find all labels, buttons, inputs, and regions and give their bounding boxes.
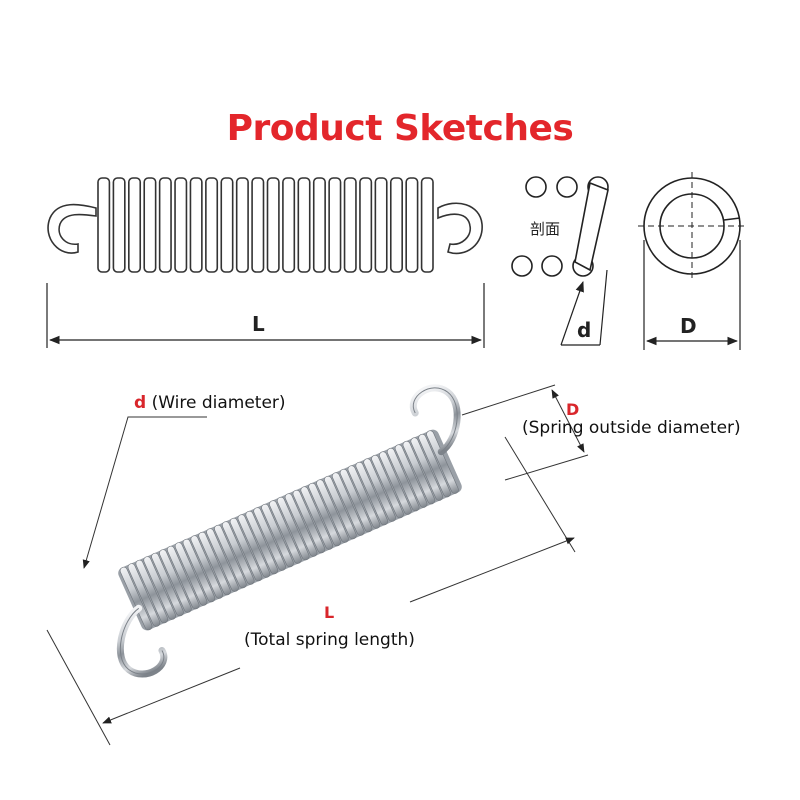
photo-coil <box>119 566 153 631</box>
section-view <box>511 176 609 277</box>
sketch-coil <box>266 177 280 273</box>
length-label: L <box>252 312 265 336</box>
sketch-coil <box>189 177 203 273</box>
photo-coil <box>245 510 279 575</box>
outside-diameter-dimension <box>643 240 741 350</box>
photo-coil <box>300 486 334 550</box>
sketch-coil <box>235 177 249 273</box>
photo-coil <box>143 556 176 620</box>
sketch-coil <box>420 177 434 273</box>
photo-coil <box>402 440 436 505</box>
sketch-coil <box>205 177 219 273</box>
sketch-coil <box>112 177 126 273</box>
total-length-symbol: L <box>324 603 335 622</box>
photo-coil <box>355 461 389 526</box>
sketch-coil <box>158 177 172 273</box>
photo-coil <box>221 521 255 585</box>
photo-coil <box>167 545 200 610</box>
sketch-spring <box>47 177 483 273</box>
photo-coil <box>316 479 349 543</box>
photo-coil <box>151 552 184 617</box>
sketch-coil <box>128 177 142 273</box>
section-label: 剖面 <box>530 220 561 238</box>
sketch-coil <box>359 177 373 273</box>
wire-diameter-caption: d (Wire diameter) <box>134 393 286 413</box>
total-length-caption: (Total spring length) <box>244 630 415 650</box>
outside-diameter-label: D <box>680 314 697 338</box>
outside-diameter-symbol: D <box>566 400 580 419</box>
photo-coil <box>308 482 341 547</box>
photo-coil <box>347 465 381 529</box>
photo-coil <box>190 535 224 599</box>
photo-coil <box>339 468 373 533</box>
photo-coil <box>363 458 396 522</box>
sketch-coil <box>97 177 111 273</box>
sketch-coil <box>143 177 157 273</box>
sketch-coil <box>374 177 388 273</box>
photo-coil <box>214 524 247 589</box>
photo-coil <box>229 517 263 582</box>
sketch-coil <box>389 177 403 273</box>
photo-coil <box>127 563 161 627</box>
sketch-coil <box>282 177 296 273</box>
photo-coil <box>292 489 326 554</box>
photo-coil <box>371 454 404 519</box>
photo-coil <box>426 430 459 494</box>
sketch-coil <box>312 177 326 273</box>
photo-coil <box>135 559 169 624</box>
sketch-coil <box>220 177 234 273</box>
wire-dimension-lines <box>560 269 608 346</box>
sketch-right-hook <box>437 202 483 255</box>
photo-coil <box>269 500 302 564</box>
sketch-coil <box>297 177 311 273</box>
sketch-coil <box>174 177 188 273</box>
photo-coil <box>284 493 318 557</box>
sketch-coil <box>328 177 342 273</box>
figure-title: Product Sketches <box>226 108 574 149</box>
photo-coil <box>410 437 444 501</box>
wire-diameter-symbol: d <box>134 393 147 413</box>
photo-coil <box>261 503 294 568</box>
photo-coil <box>253 507 286 571</box>
wire-diameter-label: d <box>577 318 592 342</box>
spring-photo <box>116 384 462 678</box>
photo-coil <box>159 549 192 613</box>
sketch-coil <box>343 177 357 273</box>
outside-diameter-caption: (Spring outside diameter) <box>522 418 741 438</box>
photo-coil <box>418 433 451 498</box>
photo-coil <box>276 496 310 561</box>
photo-coil <box>386 447 420 512</box>
end-view-ring <box>638 172 746 280</box>
photo-coil <box>331 472 365 536</box>
photo-dimension-lines <box>46 384 589 746</box>
photo-coil <box>237 514 271 578</box>
photo-coil <box>379 451 412 515</box>
photo-coil <box>206 528 239 592</box>
length-dimension-top <box>46 283 485 348</box>
sketch-left-hook <box>47 203 97 254</box>
photo-coil <box>324 475 357 540</box>
sketch-coil <box>405 177 419 273</box>
photo-coil <box>174 542 208 606</box>
photo-coil <box>198 531 231 596</box>
sketch-coil <box>251 177 265 273</box>
photo-coil <box>394 444 428 508</box>
wire-diameter-text: (Wire diameter) <box>151 393 286 413</box>
photo-coil <box>182 538 216 603</box>
